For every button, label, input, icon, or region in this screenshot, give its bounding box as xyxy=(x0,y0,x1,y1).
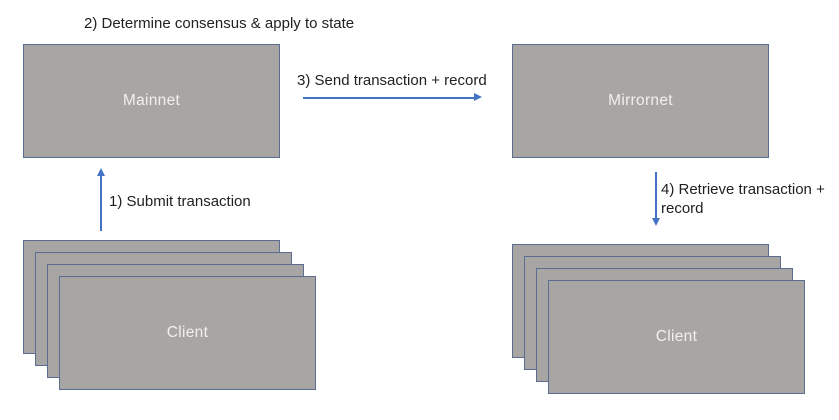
submit-transaction-arrowhead-icon xyxy=(96,168,105,176)
mirrornet-node: Mirrornet xyxy=(512,44,769,158)
mainnet-node: Mainnet xyxy=(23,44,280,158)
mirrornet-node-label: Mirrornet xyxy=(608,92,673,109)
step4-label: 4) Retrieve transaction + record xyxy=(661,181,825,217)
send-transaction-arrowhead-icon xyxy=(474,93,482,101)
client-left-label: Client xyxy=(166,324,209,341)
retrieve-transaction-arrowhead-icon xyxy=(651,218,660,226)
mainnet-node-label: Mainnet xyxy=(122,92,181,109)
client-stack-left-layer-front: Client xyxy=(59,276,316,390)
send-transaction-arrow-line xyxy=(303,97,475,99)
retrieve-transaction-arrow-line xyxy=(655,172,657,219)
submit-transaction-arrow-line xyxy=(100,175,102,231)
step3-label: 3) Send transaction + record xyxy=(297,72,487,89)
client-right-label: Client xyxy=(655,328,698,345)
step1-label: 1) Submit transaction xyxy=(109,193,251,210)
step2-label: 2) Determine consensus & apply to state xyxy=(84,15,355,32)
client-stack-right-layer-front: Client xyxy=(548,280,805,394)
